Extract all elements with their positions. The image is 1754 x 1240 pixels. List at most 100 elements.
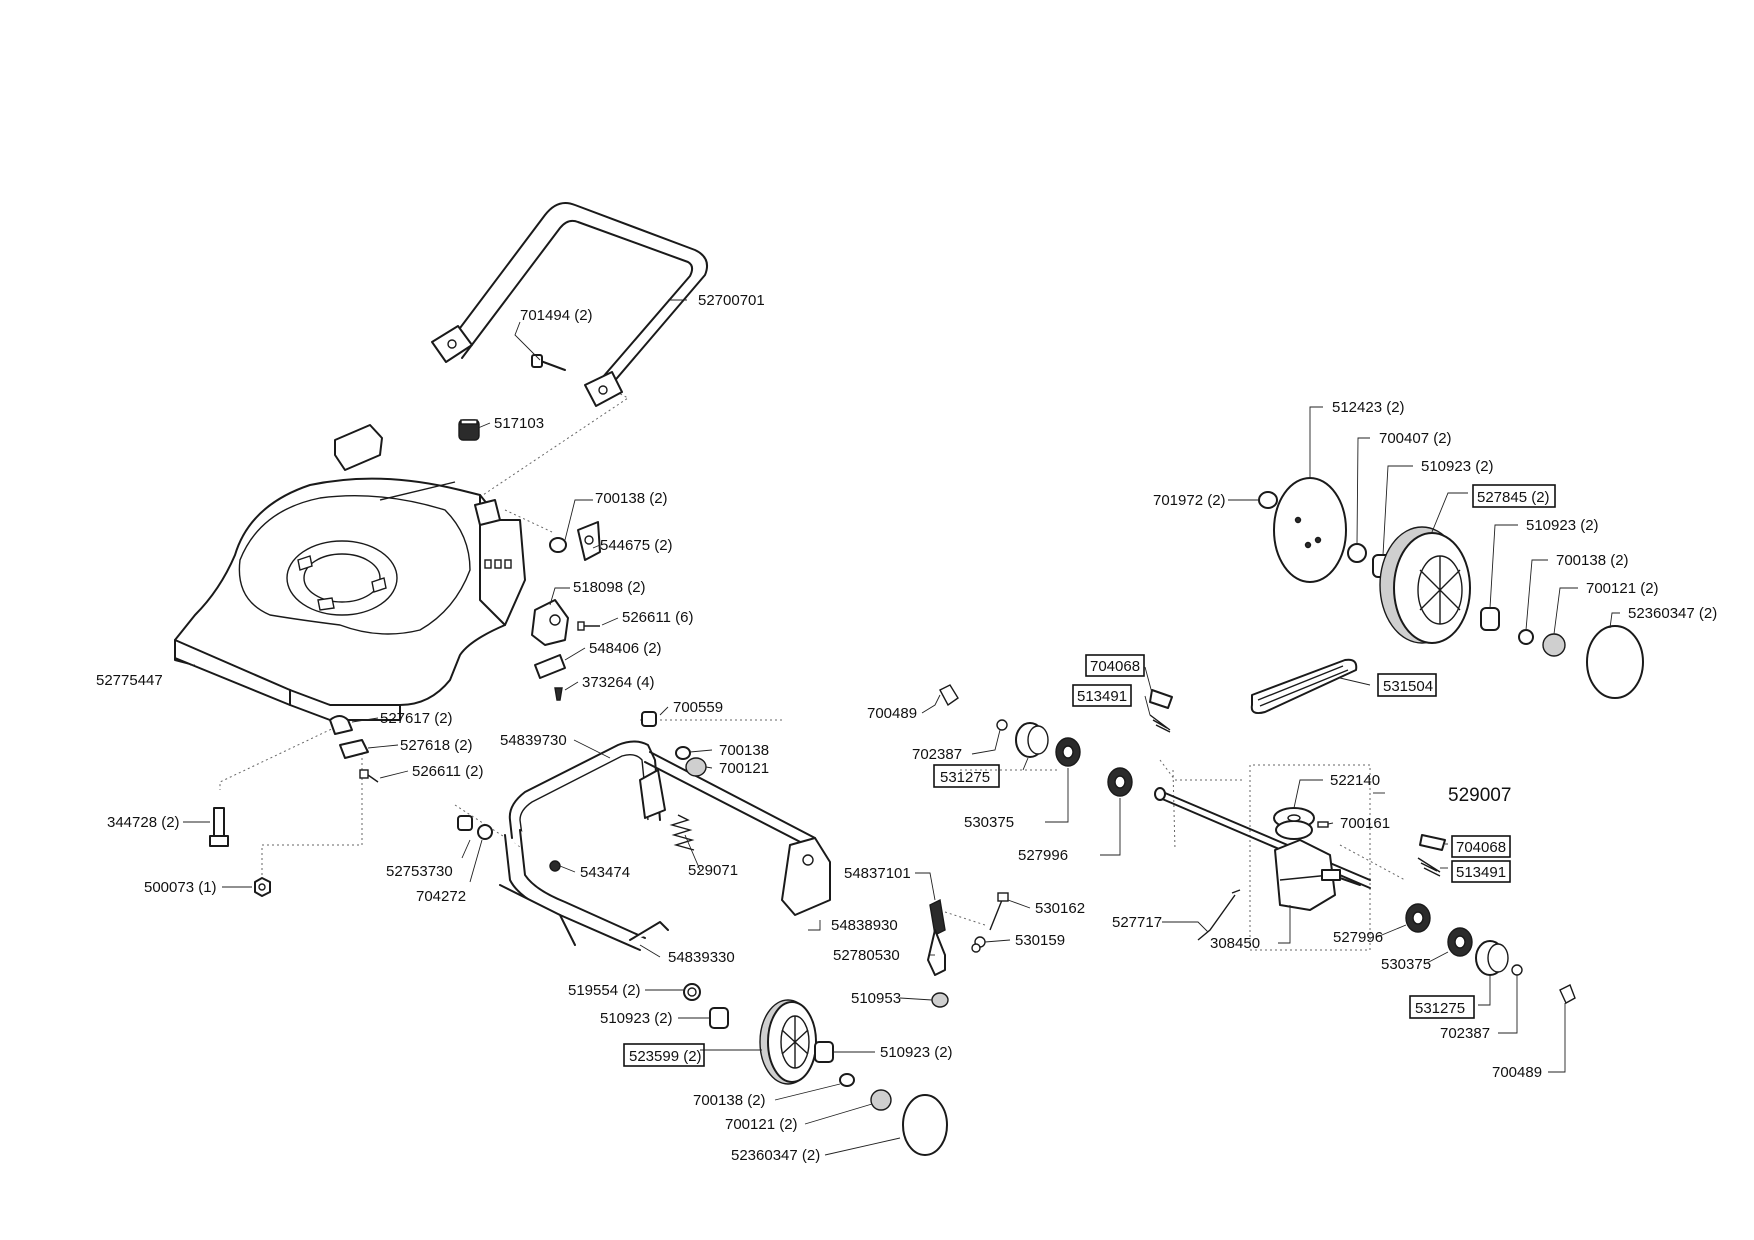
label-700138-b: 700138 xyxy=(719,742,769,759)
key-704068-a xyxy=(1149,689,1173,709)
washer-701972 xyxy=(1258,491,1278,509)
lever-54837101[interactable] xyxy=(927,898,946,976)
label-700489-a: 700489 xyxy=(867,705,917,722)
label-526611-b: 526611 (2) xyxy=(412,763,483,780)
bearing-519554 xyxy=(683,983,701,1001)
gearbox-308450[interactable] xyxy=(1274,839,1361,911)
clip-700489-b xyxy=(1559,984,1576,1004)
label-54838930: 54838930 xyxy=(831,917,898,934)
nut-510953 xyxy=(931,992,949,1008)
label-700121-c: 700121 (2) xyxy=(725,1116,798,1133)
label-530159: 530159 xyxy=(1015,932,1065,949)
bushing-52753730 xyxy=(457,815,473,831)
label-701494: 701494 (2) xyxy=(520,307,593,324)
boxed-label-704068-b: 704068 xyxy=(1451,835,1511,858)
bearing-527996-a xyxy=(1107,767,1133,797)
bushing-510923-b xyxy=(814,1041,834,1063)
label-52700701: 52700701 xyxy=(698,292,765,309)
label-529007: 529007 xyxy=(1448,785,1511,806)
belt-531504 xyxy=(1250,658,1358,715)
screw-373264 xyxy=(554,687,563,701)
key-704068-b xyxy=(1419,834,1446,851)
part-labels: 52700701 701494 (2) 517103 700138 (2) 54… xyxy=(96,292,1717,1164)
svg-text:531275: 531275 xyxy=(1415,1000,1465,1017)
label-527996-a: 527996 xyxy=(1018,847,1068,864)
svg-text:513491: 513491 xyxy=(1456,864,1506,881)
label-52780530: 52780530 xyxy=(833,947,900,964)
boxed-label-531275-b: 531275 xyxy=(1409,995,1475,1019)
upper-handle[interactable] xyxy=(431,202,708,407)
label-52775447: 52775447 xyxy=(96,672,163,689)
handle-bolt xyxy=(531,354,566,371)
label-700121-d: 700121 (2) xyxy=(1586,580,1659,597)
label-373264: 373264 (4) xyxy=(582,674,655,691)
mower-deck[interactable] xyxy=(174,424,526,721)
bushing-700559 xyxy=(641,711,657,727)
svg-text:523599 (2): 523599 (2) xyxy=(629,1048,702,1065)
bolt-530162 xyxy=(989,892,1009,931)
label-510923-a: 510923 (2) xyxy=(600,1010,673,1027)
label-530375-b: 530375 xyxy=(1381,956,1431,973)
label-701972: 701972 (2) xyxy=(1153,492,1226,509)
clip-700489-a xyxy=(939,684,959,707)
label-700138-deck: 700138 (2) xyxy=(595,490,668,507)
svg-text:704068: 704068 xyxy=(1456,839,1506,856)
label-54839330: 54839330 xyxy=(668,949,735,966)
label-308450: 308450 xyxy=(1210,935,1260,952)
label-704272: 704272 xyxy=(416,888,466,905)
screw-526611-b xyxy=(359,769,379,783)
label-517103: 517103 xyxy=(494,415,544,432)
label-519554: 519554 (2) xyxy=(568,982,641,999)
spring-529071 xyxy=(669,814,695,851)
svg-text:531275: 531275 xyxy=(940,769,990,786)
front-wheel[interactable] xyxy=(759,999,817,1085)
bracket-518098 xyxy=(531,599,569,646)
washer-700407 xyxy=(1347,543,1367,563)
lower-handle-frame[interactable] xyxy=(499,740,831,951)
boxed-label-513491-a: 513491 xyxy=(1072,684,1132,707)
svg-text:513491: 513491 xyxy=(1077,688,1127,705)
spring-513491-b xyxy=(1417,857,1441,877)
nut-700121-c xyxy=(870,1089,892,1111)
spring-513491-a xyxy=(1149,714,1171,733)
label-700121-b: 700121 xyxy=(719,760,769,777)
leader-lines xyxy=(183,299,1620,1156)
label-522140: 522140 xyxy=(1330,772,1380,789)
label-510953: 510953 xyxy=(851,990,901,1007)
label-700407: 700407 (2) xyxy=(1379,430,1452,447)
clip-544675 xyxy=(577,521,601,561)
ratchet-530375-a xyxy=(1055,737,1081,767)
washer-702387-a xyxy=(996,719,1008,731)
boxed-label-523599: 523599 (2) xyxy=(623,1043,705,1067)
label-543474: 543474 xyxy=(580,864,630,881)
label-526611-a: 526611 (6) xyxy=(622,609,693,626)
label-700161: 700161 xyxy=(1340,815,1390,832)
svg-text:704068: 704068 xyxy=(1090,658,1140,675)
pulley-522140 xyxy=(1273,807,1315,840)
washer-700138-b xyxy=(675,746,691,760)
label-54837101: 54837101 xyxy=(844,865,911,882)
washer-700138-c xyxy=(839,1073,855,1087)
label-700138-d: 700138 (2) xyxy=(1556,552,1629,569)
label-544675: 544675 (2) xyxy=(600,537,673,554)
label-512423: 512423 (2) xyxy=(1332,399,1405,416)
label-527618: 527618 (2) xyxy=(400,737,473,754)
rear-wheel[interactable] xyxy=(1379,526,1471,644)
washer-702387-b xyxy=(1511,964,1523,976)
label-54839730: 54839730 xyxy=(500,732,567,749)
ratchet-530375-b xyxy=(1447,927,1473,957)
label-52753730: 52753730 xyxy=(386,863,453,880)
nut-500073 xyxy=(254,877,271,897)
hubcap-right xyxy=(1586,625,1644,699)
hubcap-left xyxy=(902,1094,948,1156)
pinion-531275-b xyxy=(1475,940,1509,976)
bolt-344728 xyxy=(209,807,229,847)
spring-530159 xyxy=(971,936,986,953)
label-527617: 527617 (2) xyxy=(380,710,453,727)
washer-700138-deck xyxy=(549,537,567,553)
label-527996-b: 527996 xyxy=(1333,929,1383,946)
label-510923-d: 510923 (2) xyxy=(1526,517,1599,534)
label-700138-c: 700138 (2) xyxy=(693,1092,766,1109)
boxed-label-513491-b: 513491 xyxy=(1451,860,1511,883)
